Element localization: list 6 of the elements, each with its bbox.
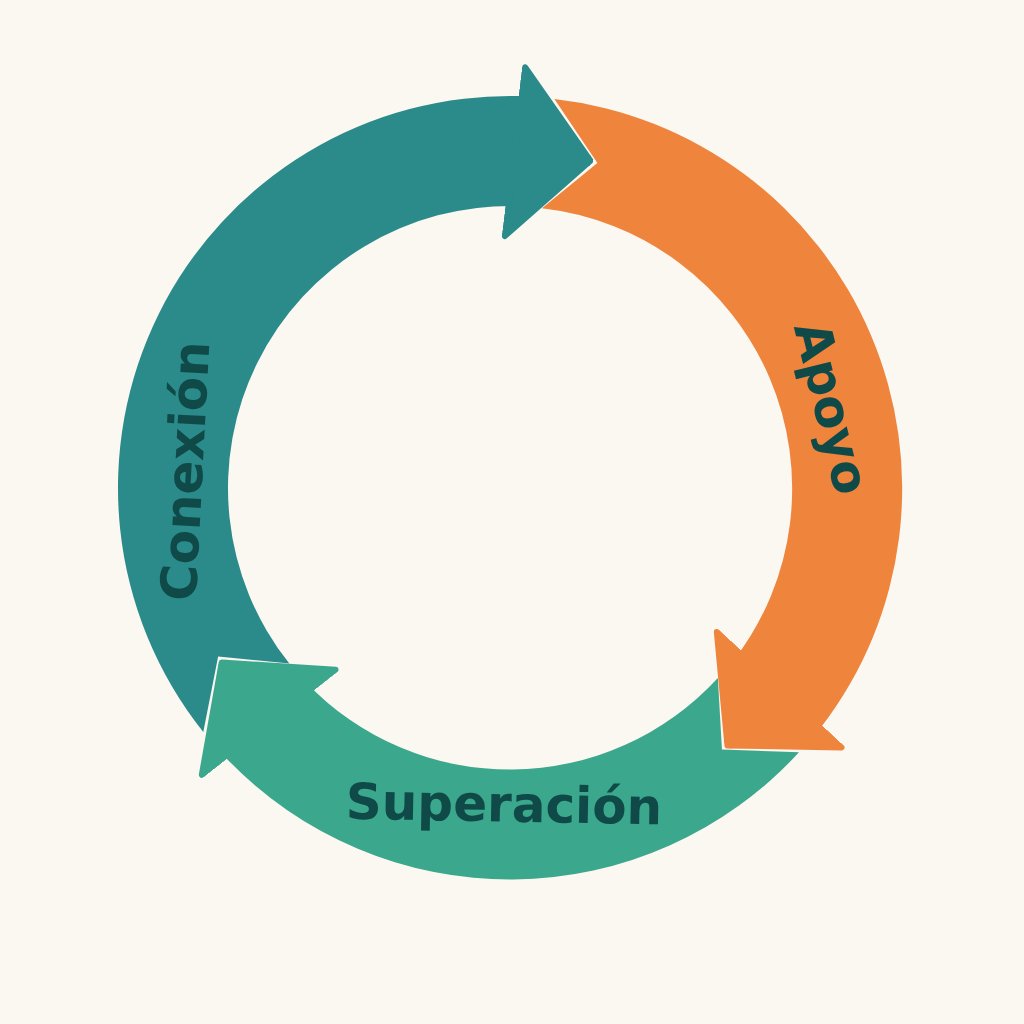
segment-label: Apoyo — [783, 315, 880, 500]
arrow — [198, 659, 339, 778]
arrow — [713, 628, 845, 751]
segment-label: Conexión — [152, 339, 221, 603]
segment-label: Superación — [345, 775, 664, 836]
arrow — [501, 64, 594, 240]
